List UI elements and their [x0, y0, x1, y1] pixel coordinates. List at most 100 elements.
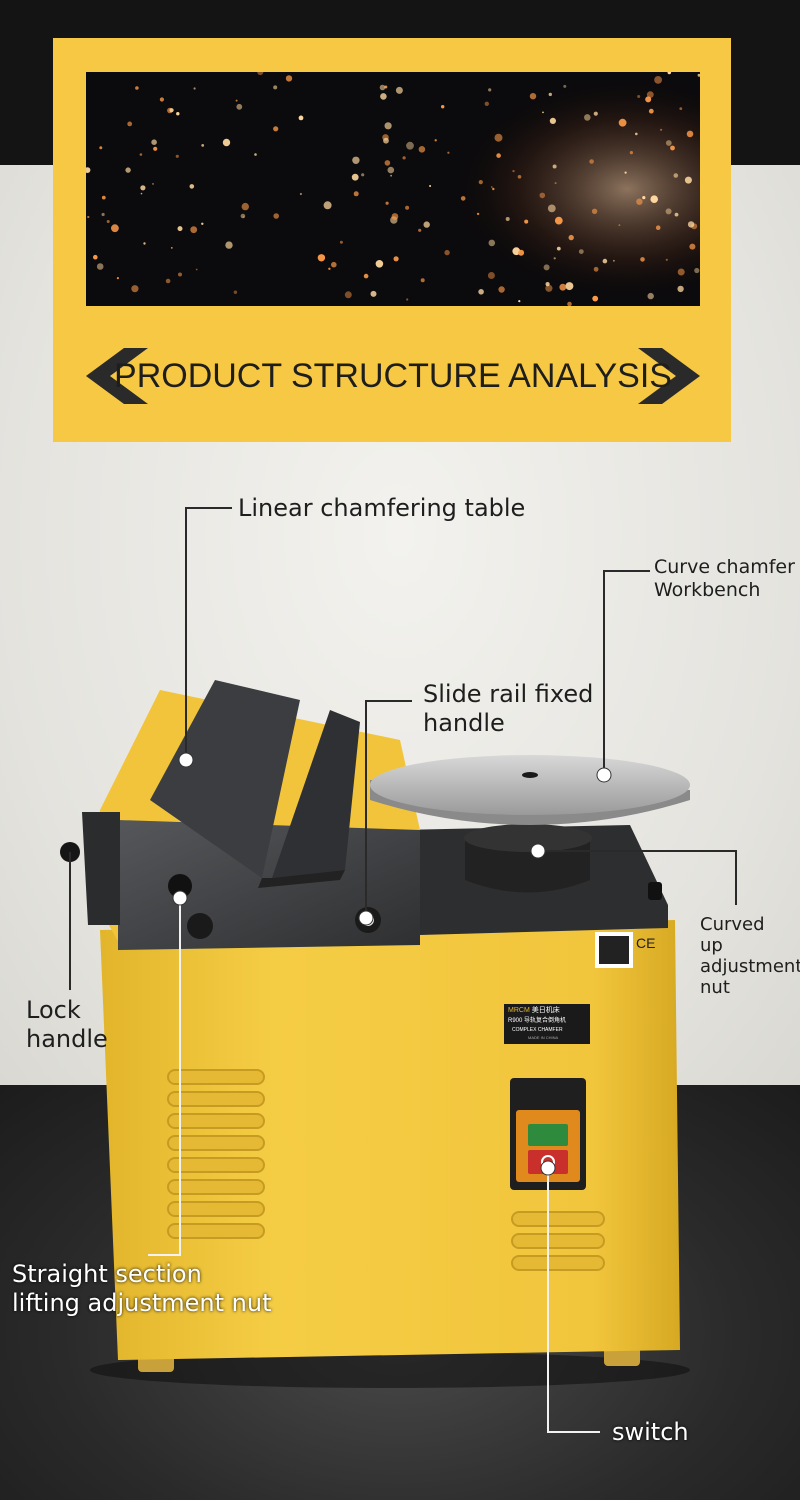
spark-particle: [655, 225, 661, 230]
spark-particle: [406, 141, 414, 150]
ce-mark: CE: [636, 935, 656, 951]
spark-particle: [488, 88, 492, 92]
model-number: R900: [508, 1018, 523, 1024]
spark-particle: [125, 167, 131, 173]
spark-particle: [353, 191, 359, 197]
spark-particle: [406, 298, 409, 301]
spark-particle: [613, 259, 615, 262]
spark-particle: [543, 264, 550, 271]
spark-particle: [556, 246, 561, 251]
spark-particle: [405, 205, 410, 210]
sparks-photo: [86, 72, 700, 306]
spark-particle: [116, 277, 119, 280]
page-title: PRODUCT STRUCTURE ANALYSIS: [114, 357, 672, 395]
brand-badge: MRCM 美日机床: [508, 1006, 588, 1015]
spark-particle: [505, 217, 510, 221]
spark-particle: [478, 289, 484, 295]
spark-particle: [242, 216, 245, 218]
spark-particle: [484, 101, 489, 106]
spark-particle: [517, 175, 522, 179]
spark-particle: [602, 258, 608, 264]
callout-curve-chamfer-line1: Curve chamfer: [654, 556, 795, 578]
spark-particle: [379, 84, 386, 91]
callout-curved-up-line3: adjustment: [700, 956, 800, 977]
spark-particle: [559, 283, 567, 291]
spark-particle: [567, 301, 572, 306]
spark-particle: [492, 187, 495, 191]
spark-particle: [140, 185, 146, 191]
spark-particle: [642, 196, 646, 200]
spark-particle: [689, 243, 696, 250]
callout-curved-up-line4: nut: [700, 977, 730, 998]
spark-particle: [159, 97, 164, 102]
spark-particle: [344, 291, 352, 299]
spark-particle: [402, 156, 406, 160]
spark-particle: [201, 222, 204, 225]
spark-particle: [542, 111, 544, 114]
spark-particle: [687, 221, 695, 228]
spark-particle: [233, 290, 238, 294]
spark-particle: [694, 267, 700, 274]
spark-particle: [423, 221, 430, 228]
spark-particle: [637, 95, 641, 98]
spark-particle: [331, 261, 337, 268]
spark-particle: [636, 198, 643, 205]
model-cn: 导轨复合倒角机: [524, 1018, 567, 1024]
made-in: MADE IN CHINA: [528, 1035, 559, 1040]
spark-particle: [460, 196, 466, 201]
spark-particle: [665, 208, 672, 215]
chevron-decor-icon: [86, 348, 700, 404]
spark-particle: [512, 169, 515, 173]
spark-particle: [193, 87, 196, 90]
spark-particle: [165, 278, 171, 284]
callout-linear-chamfering-table: Linear chamfering table: [238, 494, 526, 522]
spark-particle: [235, 99, 238, 102]
spark-particle: [565, 282, 574, 291]
spark-particle: [99, 146, 103, 150]
spark-particle: [351, 173, 359, 181]
spark-particle: [201, 144, 205, 147]
spark-particle: [529, 93, 537, 100]
spark-particle: [420, 278, 425, 283]
spark-particle: [375, 260, 384, 268]
spark-particle: [549, 117, 556, 124]
spark-particle: [563, 84, 567, 88]
spark-particle: [169, 108, 174, 113]
spark-particle: [545, 284, 553, 292]
callout-lock-line1: Lock: [26, 996, 81, 1024]
spark-particle: [660, 128, 663, 131]
spark-particle: [518, 249, 525, 256]
spark-particle: [176, 112, 180, 116]
spark-particle: [434, 139, 437, 142]
spark-particle: [478, 180, 483, 185]
spark-particle: [380, 93, 387, 100]
spark-particle: [361, 173, 365, 177]
spark-particle: [135, 86, 139, 90]
spark-particle: [273, 85, 278, 90]
spark-particle: [488, 239, 496, 247]
spark-particle: [106, 220, 110, 223]
spark-particle: [578, 249, 584, 255]
title-row: PRODUCT STRUCTURE ANALYSIS: [86, 345, 700, 407]
spark-particle: [139, 153, 143, 156]
spark-particle: [111, 224, 119, 233]
spark-particle: [592, 295, 599, 302]
spark-particle: [363, 273, 369, 279]
callout-slide-rail-line1: Slide rail fixed: [423, 680, 594, 708]
spark-particle: [370, 290, 377, 297]
spark-particle: [175, 154, 179, 158]
spark-particle: [494, 133, 503, 142]
spark-particle: [195, 268, 198, 271]
spark-particle: [524, 219, 529, 224]
product-line: COMPLEX CHAMFER: [512, 1027, 563, 1033]
spark-particle: [339, 240, 343, 244]
spark-particle: [384, 160, 391, 166]
spark-particle: [298, 115, 304, 121]
spark-particle: [131, 285, 139, 293]
spark-particle: [447, 151, 450, 154]
spark-particle: [554, 216, 563, 225]
spark-particle: [444, 249, 450, 256]
spark-particle: [677, 285, 684, 293]
callout-curve-chamfer-line2: Workbench: [654, 579, 761, 601]
